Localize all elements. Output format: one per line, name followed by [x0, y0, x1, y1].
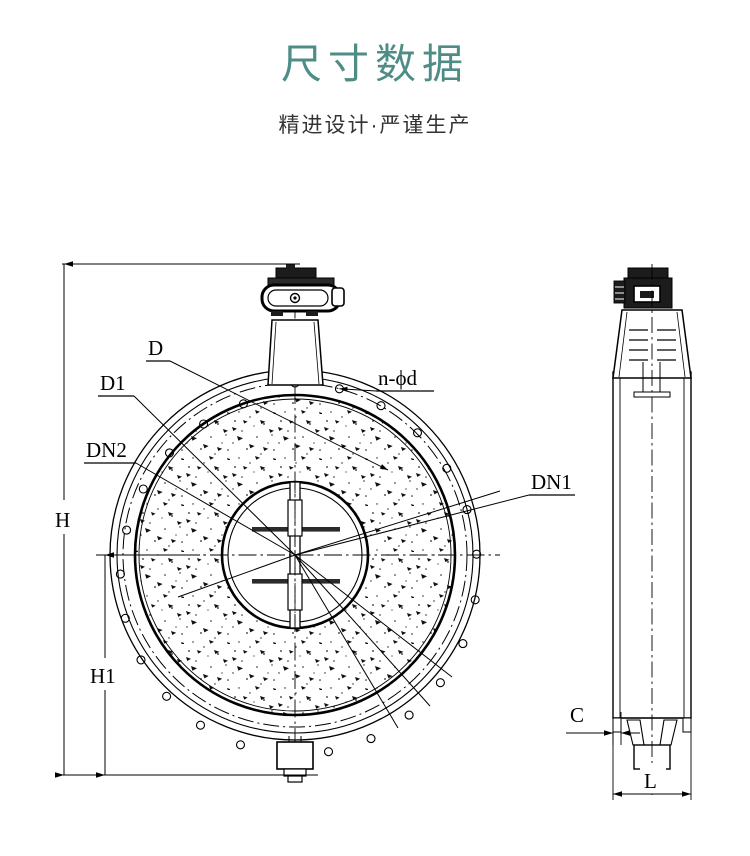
page-subtitle: 精进设计·严谨生产 — [278, 114, 472, 138]
dimension-h: H — [52, 261, 78, 778]
svg-text:D1: D1 — [100, 371, 126, 395]
label-d1: D1 — [98, 371, 296, 556]
header: 尺寸数据 精进设计·严谨生产 — [0, 0, 750, 139]
svg-text:H1: H1 — [90, 664, 116, 688]
label-group: D D1 DN2 n-ϕd — [84, 336, 575, 556]
radial-leader-lines — [177, 490, 501, 729]
svg-text:C: C — [570, 703, 584, 727]
label-dn2: DN2 — [84, 438, 296, 556]
label-d: D — [146, 336, 389, 471]
bottom-shaft-cap — [276, 736, 314, 783]
label-n-phi-d: n-ϕd — [339, 366, 434, 392]
svg-text:D: D — [148, 336, 163, 360]
side-gearbox-actuator — [613, 267, 673, 309]
dimension-l: L — [612, 700, 692, 800]
svg-text:H: H — [55, 508, 70, 532]
svg-text:DN1: DN1 — [531, 470, 572, 494]
gearbox-actuator — [260, 264, 345, 316]
height-dimensions: H H1 — [52, 261, 318, 778]
svg-text:L: L — [644, 769, 657, 793]
svg-text:DN2: DN2 — [86, 438, 127, 462]
actuator-neck — [267, 319, 324, 386]
side-view: C L — [566, 264, 692, 800]
page-title: 尺寸数据 — [281, 41, 469, 87]
label-dn1: DN1 — [294, 470, 575, 556]
bolt-holes — [115, 378, 482, 759]
dimension-h1: H1 — [88, 552, 128, 778]
svg-text:n-ϕd: n-ϕd — [378, 366, 418, 390]
